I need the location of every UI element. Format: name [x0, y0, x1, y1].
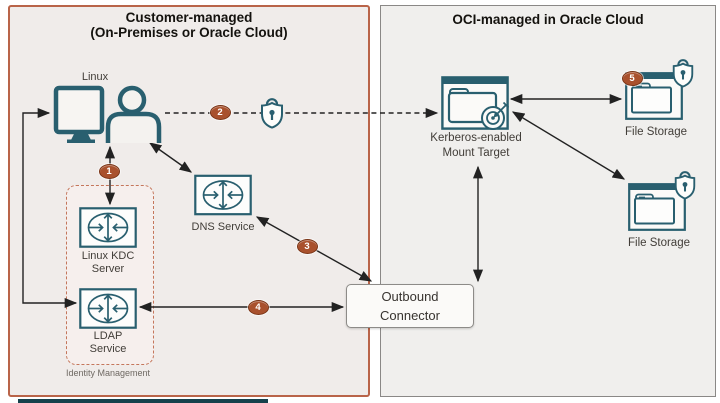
- linux-label: Linux: [81, 71, 109, 83]
- kdc-label-line1: Linux KDC: [81, 250, 135, 262]
- file-storage-bottom-label: File Storage: [627, 237, 691, 249]
- step-badge-3: 3: [296, 238, 318, 254]
- file-storage-bottom-icon: [628, 183, 686, 231]
- step-badge-1: 1: [98, 163, 120, 179]
- ldap-label-line1: LDAP: [93, 330, 123, 342]
- kdc-label: Linux KDC Server: [82, 250, 135, 276]
- mount-target-label-line2: Mount Target: [442, 147, 510, 159]
- customer-region-title-line2: (On-Premises or Oracle Cloud): [90, 25, 288, 40]
- shield-lock-icon-bottom: [674, 171, 696, 200]
- ldap-label: LDAP Service: [90, 330, 127, 356]
- step-badge-4: 4: [247, 299, 269, 315]
- step-badge-5: 5: [621, 70, 643, 86]
- customer-region-title-line1: Customer-managed: [125, 10, 253, 25]
- customer-managed-region: Customer-managed (On-Premises or Oracle …: [8, 5, 370, 397]
- ldap-label-line2: Service: [89, 343, 127, 355]
- mount-target-label: Kerberos-enabled Mount Target: [430, 131, 521, 161]
- kdc-label-line2: Server: [91, 263, 125, 275]
- outbound-connector-node: Outbound Connector: [346, 284, 474, 328]
- outbound-connector-label-line1: Outbound: [381, 289, 439, 304]
- dns-service-label: DNS Service: [191, 221, 255, 233]
- step-badge-2: 2: [209, 104, 231, 120]
- mount-target-icon: [441, 76, 509, 130]
- shield-lock-icon-kerberos-line: [261, 98, 283, 129]
- outbound-connector-label-line2: Connector: [380, 308, 440, 323]
- monitor-user-icon: [53, 85, 162, 143]
- oci-region-title: OCI-managed in Oracle Cloud: [452, 12, 644, 27]
- ldap-gateway-icon: [79, 288, 137, 329]
- bottom-edge-bar: [18, 399, 268, 403]
- shield-lock-icon-top: [672, 59, 694, 88]
- mount-target-label-line1: Kerberos-enabled: [430, 132, 522, 144]
- file-storage-top-label: File Storage: [624, 126, 688, 138]
- kdc-gateway-icon: [79, 207, 137, 248]
- identity-management-label: Identity Management: [66, 368, 151, 378]
- dns-gateway-icon: [194, 174, 252, 216]
